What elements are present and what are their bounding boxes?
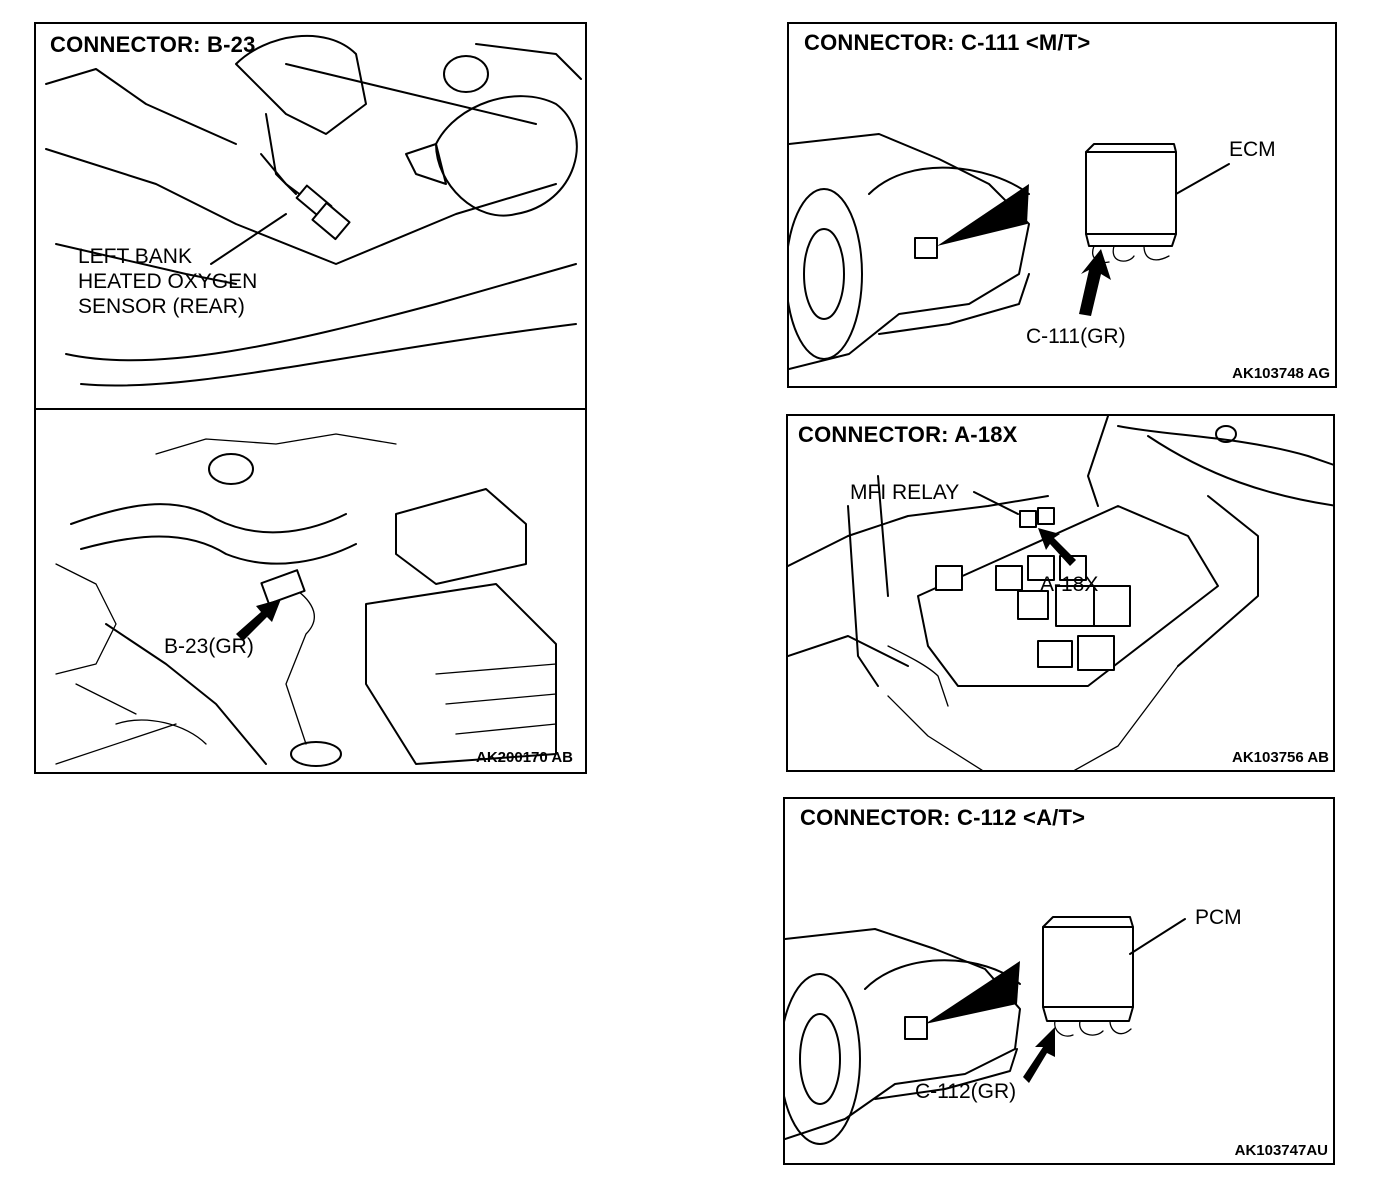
arrow-icon: [1023, 1027, 1055, 1083]
pcm-label: PCM: [1195, 906, 1242, 929]
panel-connector-b23: CONNECTOR: B-23 LEFT BANK HEATED OXYGEN …: [34, 22, 587, 774]
connector-label: B-23(GR): [164, 635, 254, 658]
figure-code: AK103756 AB: [1232, 749, 1329, 766]
panel-title: CONNECTOR: A-18X: [798, 422, 1018, 447]
ecm-label: ECM: [1229, 138, 1276, 161]
connector-label: C-112(GR): [915, 1080, 1017, 1103]
panel-title: CONNECTOR: C-112 <A/T>: [800, 805, 1086, 830]
ecm-module-icon: [1085, 143, 1177, 264]
panel-connector-c112: CONNECTOR: C-112 <A/T> PCM C-112(GR) AK1…: [783, 797, 1335, 1165]
panel-connector-c111: CONNECTOR: C-111 <M/T> ECM C-111(GR) AK1…: [787, 22, 1337, 388]
pcm-module-icon: [1042, 916, 1134, 1037]
connector-label: C-111(GR): [1026, 325, 1126, 348]
sensor-label-line-2: HEATED OXYGEN: [78, 270, 258, 293]
sensor-label-line-1: LEFT BANK: [78, 245, 192, 268]
arrow-icon: [1038, 528, 1076, 566]
connector-label: A-18X: [1040, 573, 1099, 596]
panel-title: CONNECTOR: C-111 <M/T>: [804, 30, 1091, 55]
relay-box-icon: [917, 505, 1219, 687]
dashboard-illustration: [785, 916, 1186, 1145]
arrow-icon: [1079, 249, 1111, 316]
figure-code: AK103747AU: [1234, 1142, 1328, 1159]
panel-title: CONNECTOR: B-23: [50, 32, 256, 57]
arrow-icon: [236, 599, 281, 641]
oxygen-sensor-icon: [260, 153, 351, 241]
mfi-relay-label: MFI RELAY: [850, 481, 960, 504]
sensor-label-line-3: SENSOR (REAR): [78, 295, 245, 318]
engine-bay-illustration: [36, 34, 585, 767]
figure-code: AK200170 AB: [476, 749, 573, 766]
panel-connector-a18x: CONNECTOR: A-18X MFI RELAY A-18X AK10375…: [786, 414, 1335, 772]
figure-code: AK103748 AG: [1232, 365, 1330, 382]
relay-box-illustration: [788, 416, 1333, 770]
dashboard-illustration: [789, 133, 1230, 370]
